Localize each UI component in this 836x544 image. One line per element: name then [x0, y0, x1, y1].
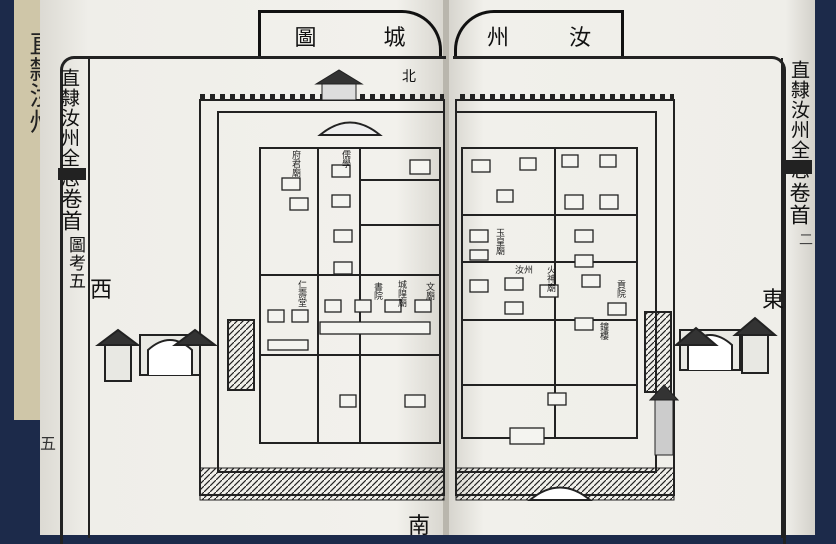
east-label: 東	[762, 288, 785, 313]
south-gate	[527, 486, 593, 501]
left-page	[40, 0, 445, 535]
title-char: 圖	[294, 26, 317, 51]
map-label: 書院	[372, 282, 382, 300]
west-label: 西	[90, 278, 113, 303]
title-char: 汝	[568, 26, 591, 51]
north-tower	[314, 69, 364, 101]
left-book-title: 直隸汝州全志	[58, 68, 80, 188]
right-page	[447, 0, 815, 535]
west-gate	[95, 319, 255, 391]
north-gate	[317, 121, 383, 136]
map-label: 玉皇廟	[494, 228, 504, 255]
title-char: 州	[486, 26, 509, 51]
left-section: 圖考五	[65, 236, 85, 290]
map-label: 府君廟	[290, 150, 300, 177]
north-label: 北	[402, 69, 416, 85]
map-label: 儒學	[340, 150, 350, 168]
map-label: 貢院	[615, 280, 625, 298]
pagoda	[648, 384, 680, 456]
right-volume: 卷首	[787, 182, 811, 226]
fishtail-mark	[786, 160, 812, 174]
right-margin-rule	[781, 58, 783, 538]
right-page-number: 二	[797, 232, 813, 247]
book-gutter	[443, 0, 449, 535]
left-page-frame	[60, 56, 446, 544]
right-city-wall	[455, 94, 675, 496]
right-book-title: 直隸汝州全志	[788, 60, 810, 180]
left-south-wall	[199, 467, 445, 501]
south-label: 南	[408, 514, 431, 539]
map-label: 文廟	[424, 282, 434, 300]
east-gate	[644, 311, 778, 393]
buildings	[267, 154, 627, 445]
left-volume: 卷首	[59, 188, 83, 232]
fishtail-mark	[58, 168, 86, 180]
title-char: 城	[383, 26, 406, 51]
map-label: 城隍廟	[396, 280, 406, 307]
left-margin-rule	[88, 58, 90, 538]
map-label: 仁壽堂	[296, 280, 306, 307]
left-city-wall	[199, 94, 445, 496]
right-page-frame	[453, 56, 786, 544]
map-label: 汝州	[515, 266, 534, 276]
left-footer: 五	[40, 434, 57, 453]
map-label: 鐘樓	[598, 322, 608, 340]
map-label: 火神廟	[545, 265, 555, 292]
